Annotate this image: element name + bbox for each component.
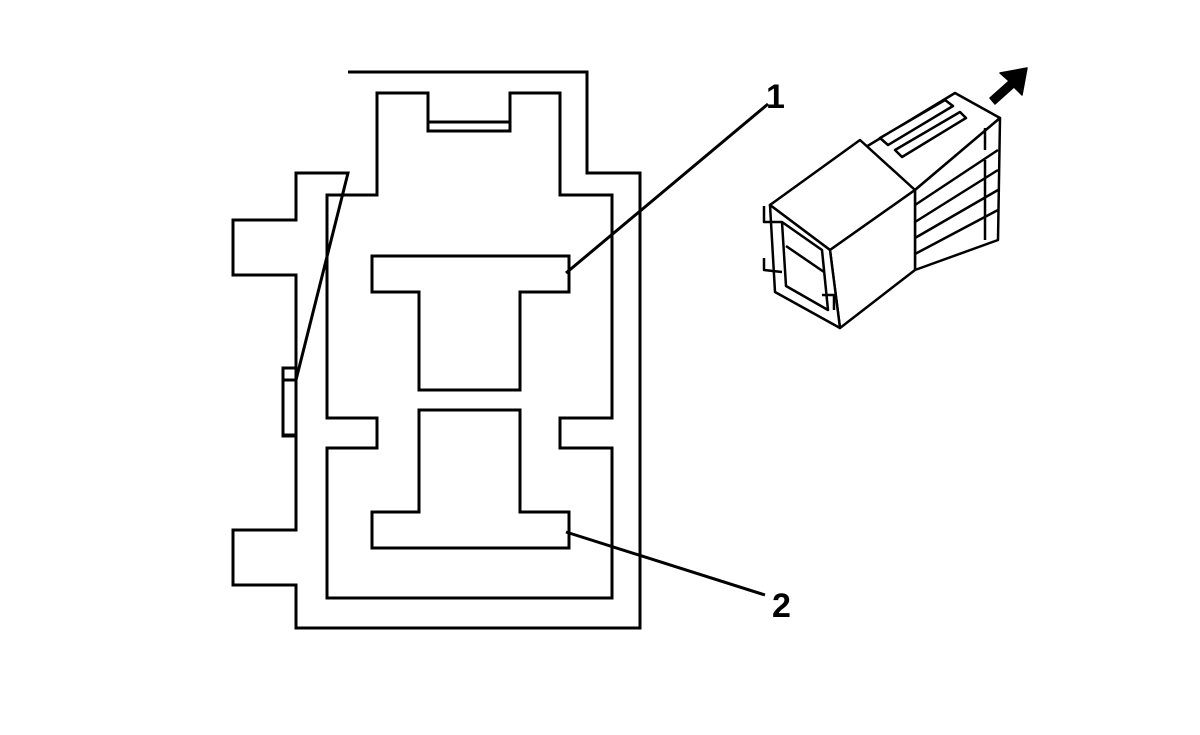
connector-front-face: [768, 203, 842, 330]
connector-latch: [878, 98, 968, 159]
leader-line-1: [565, 102, 769, 275]
connector-housing-outline: [231, 70, 642, 630]
arrow-up-right-icon: [989, 67, 1028, 105]
connector-front-opening: [762, 206, 836, 312]
connector-end-view: [231, 70, 642, 630]
connector-isometric-view: [762, 91, 1002, 330]
connector-inner-cavity: [325, 91, 614, 600]
connector-side-latch: [281, 366, 296, 438]
leader-lines: [565, 102, 769, 597]
callout-label-2: 2: [772, 587, 791, 625]
connector-ribs: [914, 128, 999, 256]
terminal-cavity-1: [370, 254, 571, 392]
leader-line-2: [565, 530, 766, 597]
terminal-cavity-2: [370, 408, 571, 550]
callout-label-1: 1: [766, 78, 785, 116]
